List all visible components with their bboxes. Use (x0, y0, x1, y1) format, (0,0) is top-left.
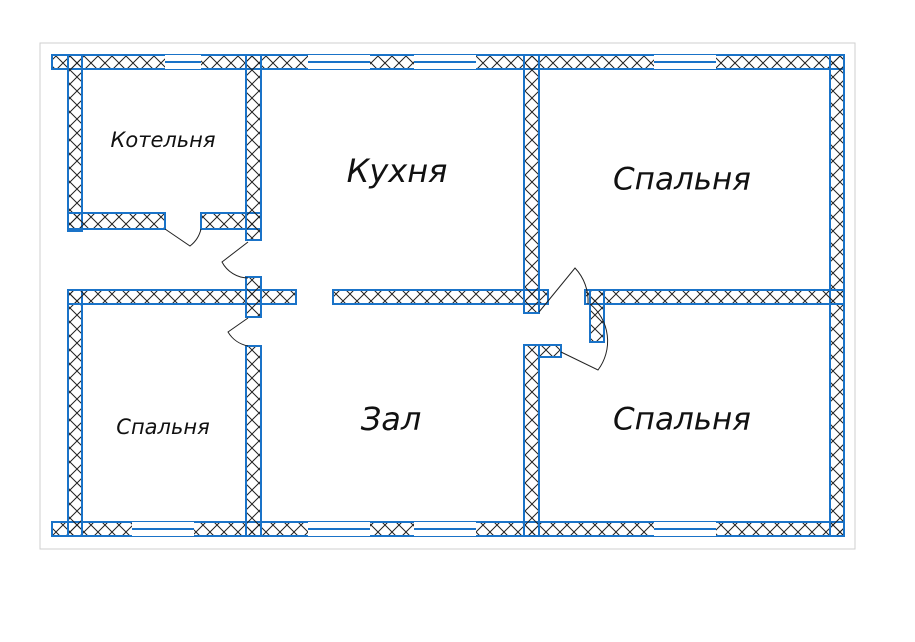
window (654, 522, 716, 536)
window (132, 522, 194, 536)
hall-door-stub (538, 344, 562, 358)
middle-wall-right (584, 289, 845, 305)
partition-post-left (245, 276, 262, 318)
room-label-kitchen: Кухня (347, 152, 448, 190)
door-swing-bedroom-se (560, 303, 609, 371)
door-swing-bedroom-sw (227, 317, 249, 347)
middle-wall-center (332, 289, 549, 305)
middle-wall-left (67, 289, 297, 305)
kitchen-bedroom-wall (523, 54, 540, 314)
window (165, 55, 201, 69)
door-swing-kitchen (221, 241, 249, 279)
room-label-bedroom-ne: Спальня (613, 162, 751, 198)
boiler-wall-bottom-left (67, 212, 166, 230)
door-swing-boiler (164, 228, 202, 247)
window (414, 55, 476, 69)
walls (51, 54, 845, 537)
outer-wall-left-lower (67, 289, 83, 537)
room-label-bedroom-se: Спальня (613, 402, 751, 438)
window (654, 55, 716, 69)
room-label-hall: Зал (361, 400, 422, 438)
windows (132, 55, 716, 536)
drawing-frame (39, 42, 856, 550)
doors (164, 228, 609, 371)
window (308, 522, 370, 536)
boiler-kitchen-wall (245, 54, 262, 241)
outer-wall-left-upper (67, 54, 83, 232)
hall-bedroom-wall (523, 344, 540, 537)
bedroom-door-jamb (589, 289, 605, 343)
window (414, 522, 476, 536)
bedroom-hall-wall (245, 345, 262, 537)
door-swing-bedroom-ne (538, 267, 589, 313)
room-label-boiler: Котельня (110, 128, 215, 152)
window (308, 55, 370, 69)
room-label-bedroom-sw: Спальня (116, 415, 209, 439)
room-labels: Котельня Кухня Спальня Спальня Зал Спаль… (110, 128, 751, 439)
